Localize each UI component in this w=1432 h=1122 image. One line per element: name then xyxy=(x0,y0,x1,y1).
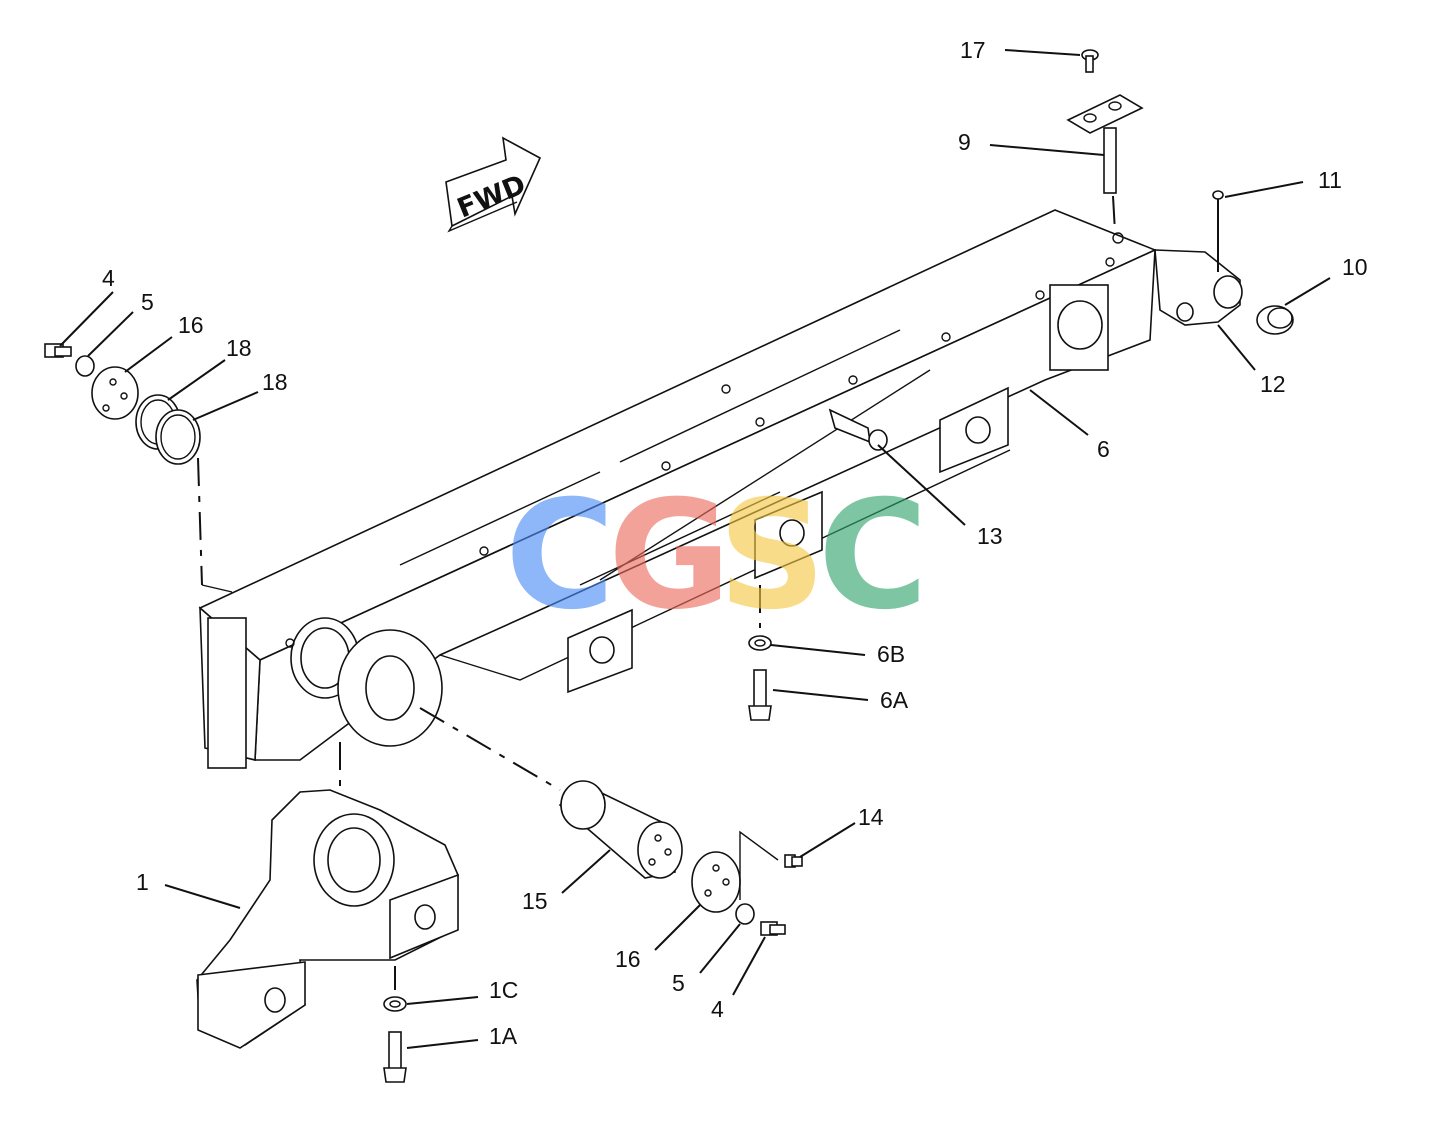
bolt-part-6a xyxy=(748,585,772,721)
watermark-letter-c2: C xyxy=(818,469,928,643)
watermark-letter-s: S xyxy=(718,469,826,643)
callout-1a: 1A xyxy=(489,1023,518,1049)
callout-5-top: 5 xyxy=(141,289,154,315)
screw-part-11 xyxy=(1212,190,1224,272)
callout-5-bottom: 5 xyxy=(672,970,685,996)
callout-16-top: 16 xyxy=(178,312,204,338)
callout-10: 10 xyxy=(1342,254,1368,280)
callout-1c: 1C xyxy=(489,977,518,1003)
callout-11: 11 xyxy=(1318,167,1342,193)
callout-4-top: 4 xyxy=(102,265,115,291)
callout-18-a: 18 xyxy=(226,335,252,361)
callout-4-bottom: 4 xyxy=(711,996,724,1022)
rear-bracket xyxy=(1154,249,1243,326)
bushing-part-10 xyxy=(1256,305,1294,335)
callout-9: 9 xyxy=(958,129,971,155)
callout-13: 13 xyxy=(977,523,1003,549)
callout-6a: 6A xyxy=(880,687,909,713)
fwd-arrow: FWD xyxy=(445,136,542,233)
callout-17: 17 xyxy=(960,37,986,63)
callout-6b: 6B xyxy=(877,641,905,667)
main-frame-beam xyxy=(198,209,1158,769)
callout-18-b: 18 xyxy=(262,369,288,395)
support-arm-part-1 xyxy=(196,742,459,1049)
screw-part-17 xyxy=(1081,49,1099,73)
washer-part-1c xyxy=(383,996,407,1012)
leader-lines xyxy=(59,49,1331,1049)
callout-14: 14 xyxy=(858,804,884,830)
watermark-letter-c1: C xyxy=(505,469,615,643)
insert-part-13 xyxy=(828,408,888,451)
bolt-part-1a xyxy=(383,966,407,1083)
callout-1: 1 xyxy=(136,869,149,895)
pin-part-9 xyxy=(1066,94,1144,233)
callout-12: 12 xyxy=(1260,371,1286,397)
callout-15: 15 xyxy=(522,888,548,914)
callout-labels: 17 9 11 10 12 6 13 6B 6A 4 5 16 18 18 1 … xyxy=(102,37,1368,1049)
callout-6: 6 xyxy=(1097,436,1110,462)
washer-part-6b xyxy=(748,635,772,651)
watermark: C G S C xyxy=(505,469,928,643)
callout-16-bottom: 16 xyxy=(615,946,641,972)
right-end-hardware xyxy=(691,830,803,936)
pin-part-15 xyxy=(419,707,683,879)
left-end-hardware xyxy=(44,343,233,593)
watermark-letter-g: G xyxy=(608,469,731,643)
